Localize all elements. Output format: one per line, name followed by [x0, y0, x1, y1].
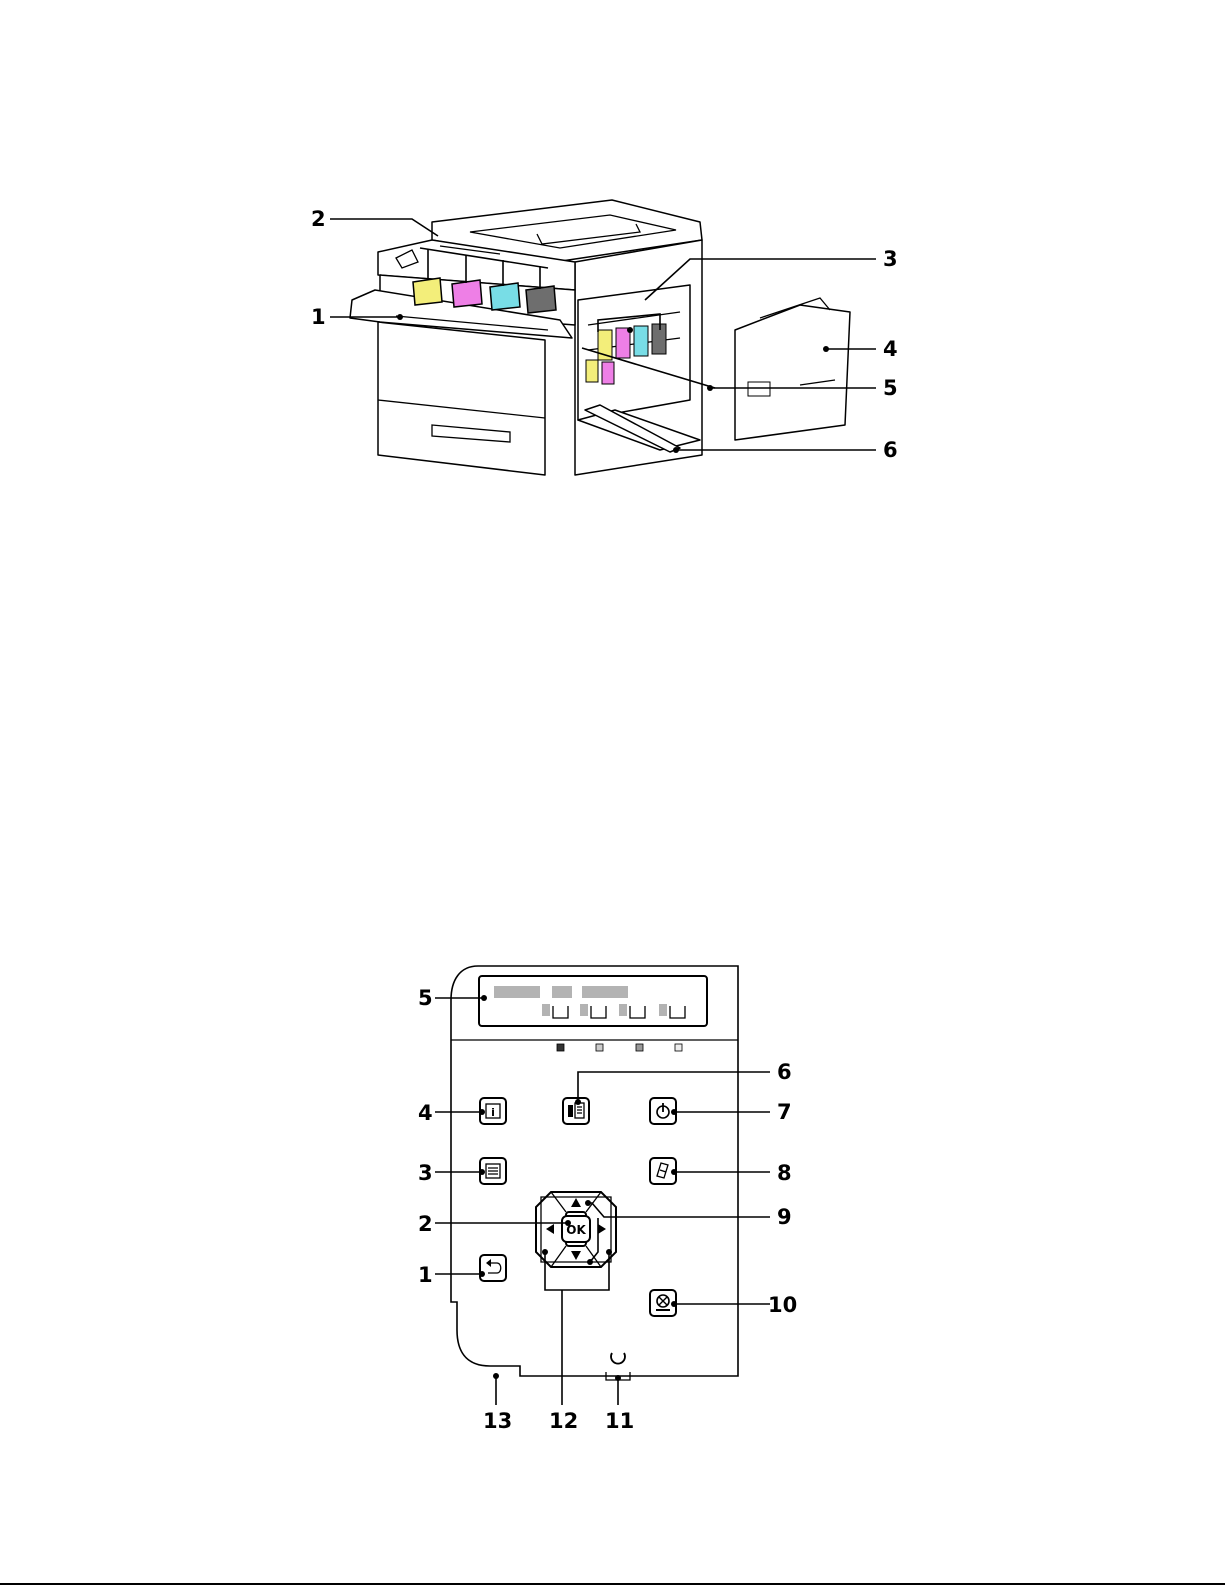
display-text-block [494, 986, 540, 998]
printer-callout-2: 2 [311, 207, 326, 231]
printer-callout-6: 6 [883, 438, 898, 462]
panel-callout-4: 4 [418, 1101, 433, 1125]
panel-callout-13: 13 [483, 1409, 512, 1433]
navigation-pad: OK [536, 1192, 616, 1267]
panel-callout-9: 9 [777, 1205, 792, 1229]
indicator-light [596, 1044, 603, 1051]
printer-callout-3: 3 [883, 247, 898, 271]
toner-level-bar [542, 1004, 550, 1016]
control-panel-illustration: i [451, 966, 738, 1380]
indicator-light [557, 1044, 564, 1051]
toner-cyan [490, 283, 520, 310]
back-button [480, 1255, 506, 1281]
printer-callout-5: 5 [883, 376, 898, 400]
printer-callout-4: 4 [883, 337, 898, 361]
panel-callout-12: 12 [549, 1409, 578, 1433]
toner-magenta [452, 280, 482, 307]
toner-yellow [413, 278, 442, 305]
panel-callout-11: 11 [605, 1409, 634, 1433]
panel-callout-3: 3 [418, 1161, 433, 1185]
toner-level-bar [619, 1004, 627, 1016]
panel-callout-8: 8 [777, 1161, 792, 1185]
panel-callout-5: 5 [418, 986, 433, 1010]
display-text-block [582, 986, 628, 998]
indicator-light [636, 1044, 643, 1051]
panel-callout-10: 10 [768, 1293, 797, 1317]
printer-callout-1: 1 [311, 305, 326, 329]
toner-level-bar [580, 1004, 588, 1016]
panel-callout-2: 2 [418, 1212, 433, 1236]
info-icon: i [491, 1106, 495, 1119]
panel-callout-1: 1 [418, 1263, 433, 1287]
panel-callout-7: 7 [777, 1100, 792, 1124]
toner-level-bar [659, 1004, 667, 1016]
panel-callout-6: 6 [777, 1060, 792, 1084]
indicator-light [675, 1044, 682, 1051]
toner-black [526, 286, 556, 313]
status-indicator-icon [611, 1353, 625, 1364]
printer-illustration [350, 200, 850, 475]
display-text-block [552, 986, 572, 998]
